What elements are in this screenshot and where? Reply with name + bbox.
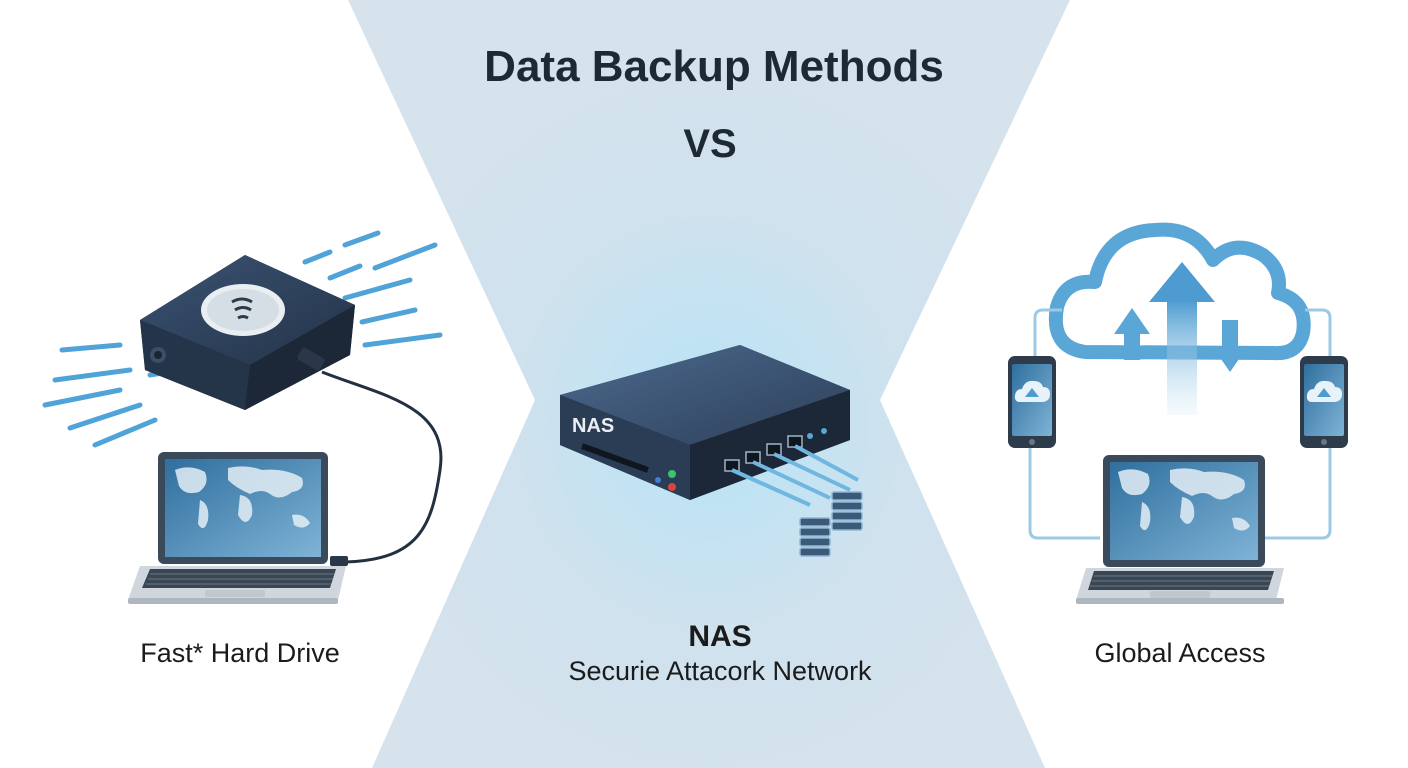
server-stack-icon [831, 491, 863, 531]
cloud-icon [1048, 222, 1311, 361]
global-access-label: Global Access [1094, 638, 1266, 668]
upload-arrow-icon [1114, 308, 1150, 360]
nas-title: NAS [688, 620, 752, 653]
page-title: Data Backup Methods [484, 42, 944, 91]
laptop-icon [128, 452, 346, 604]
nas-subtitle: Securie Attacork Network [568, 656, 872, 686]
upload-arrow-icon [1149, 262, 1215, 415]
hard-drive-label: Fast* Hard Drive [140, 638, 340, 668]
nas-network-cables [731, 444, 859, 507]
download-arrow-icon [1212, 320, 1248, 372]
connection-lines [1028, 308, 1332, 540]
smartphone-icon [1008, 356, 1056, 448]
server-stack-icon [799, 517, 831, 557]
versus-label: VS [683, 122, 737, 166]
nas-device-icon: NAS [560, 345, 850, 500]
smartphone-icon [1300, 356, 1348, 448]
external-hard-drive-icon [42, 230, 443, 566]
nas-badge-text: NAS [572, 415, 614, 437]
laptop-icon [1076, 455, 1284, 604]
